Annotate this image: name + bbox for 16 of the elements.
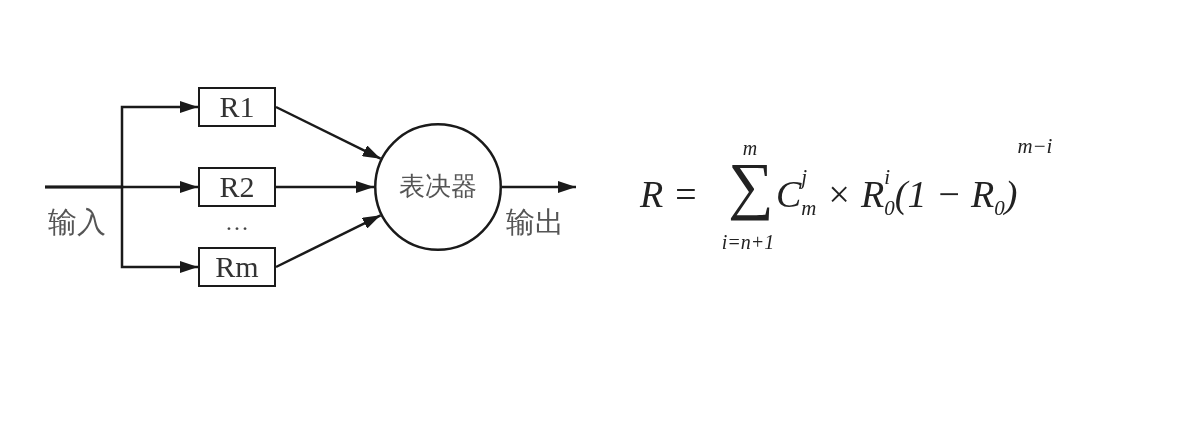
module-box: R1 — [198, 87, 276, 127]
upper-limit: m — [742, 138, 758, 158]
ellipsis: … — [225, 210, 249, 234]
module-box: Rm — [198, 247, 276, 287]
formula-lhs: R = — [640, 175, 699, 213]
module-box: R2 — [198, 167, 276, 207]
output-label: 输出 — [506, 208, 564, 237]
voter-circle: 表决器 — [374, 123, 502, 251]
sum-sign: ∑ — [728, 161, 774, 223]
arrow — [276, 181, 374, 193]
arrow — [502, 181, 576, 193]
lower-limit: i=n+1 — [721, 232, 775, 252]
arrow — [45, 185, 198, 273]
arrow — [275, 214, 382, 269]
arrow — [275, 105, 382, 160]
input-label: 输入 — [48, 208, 106, 237]
